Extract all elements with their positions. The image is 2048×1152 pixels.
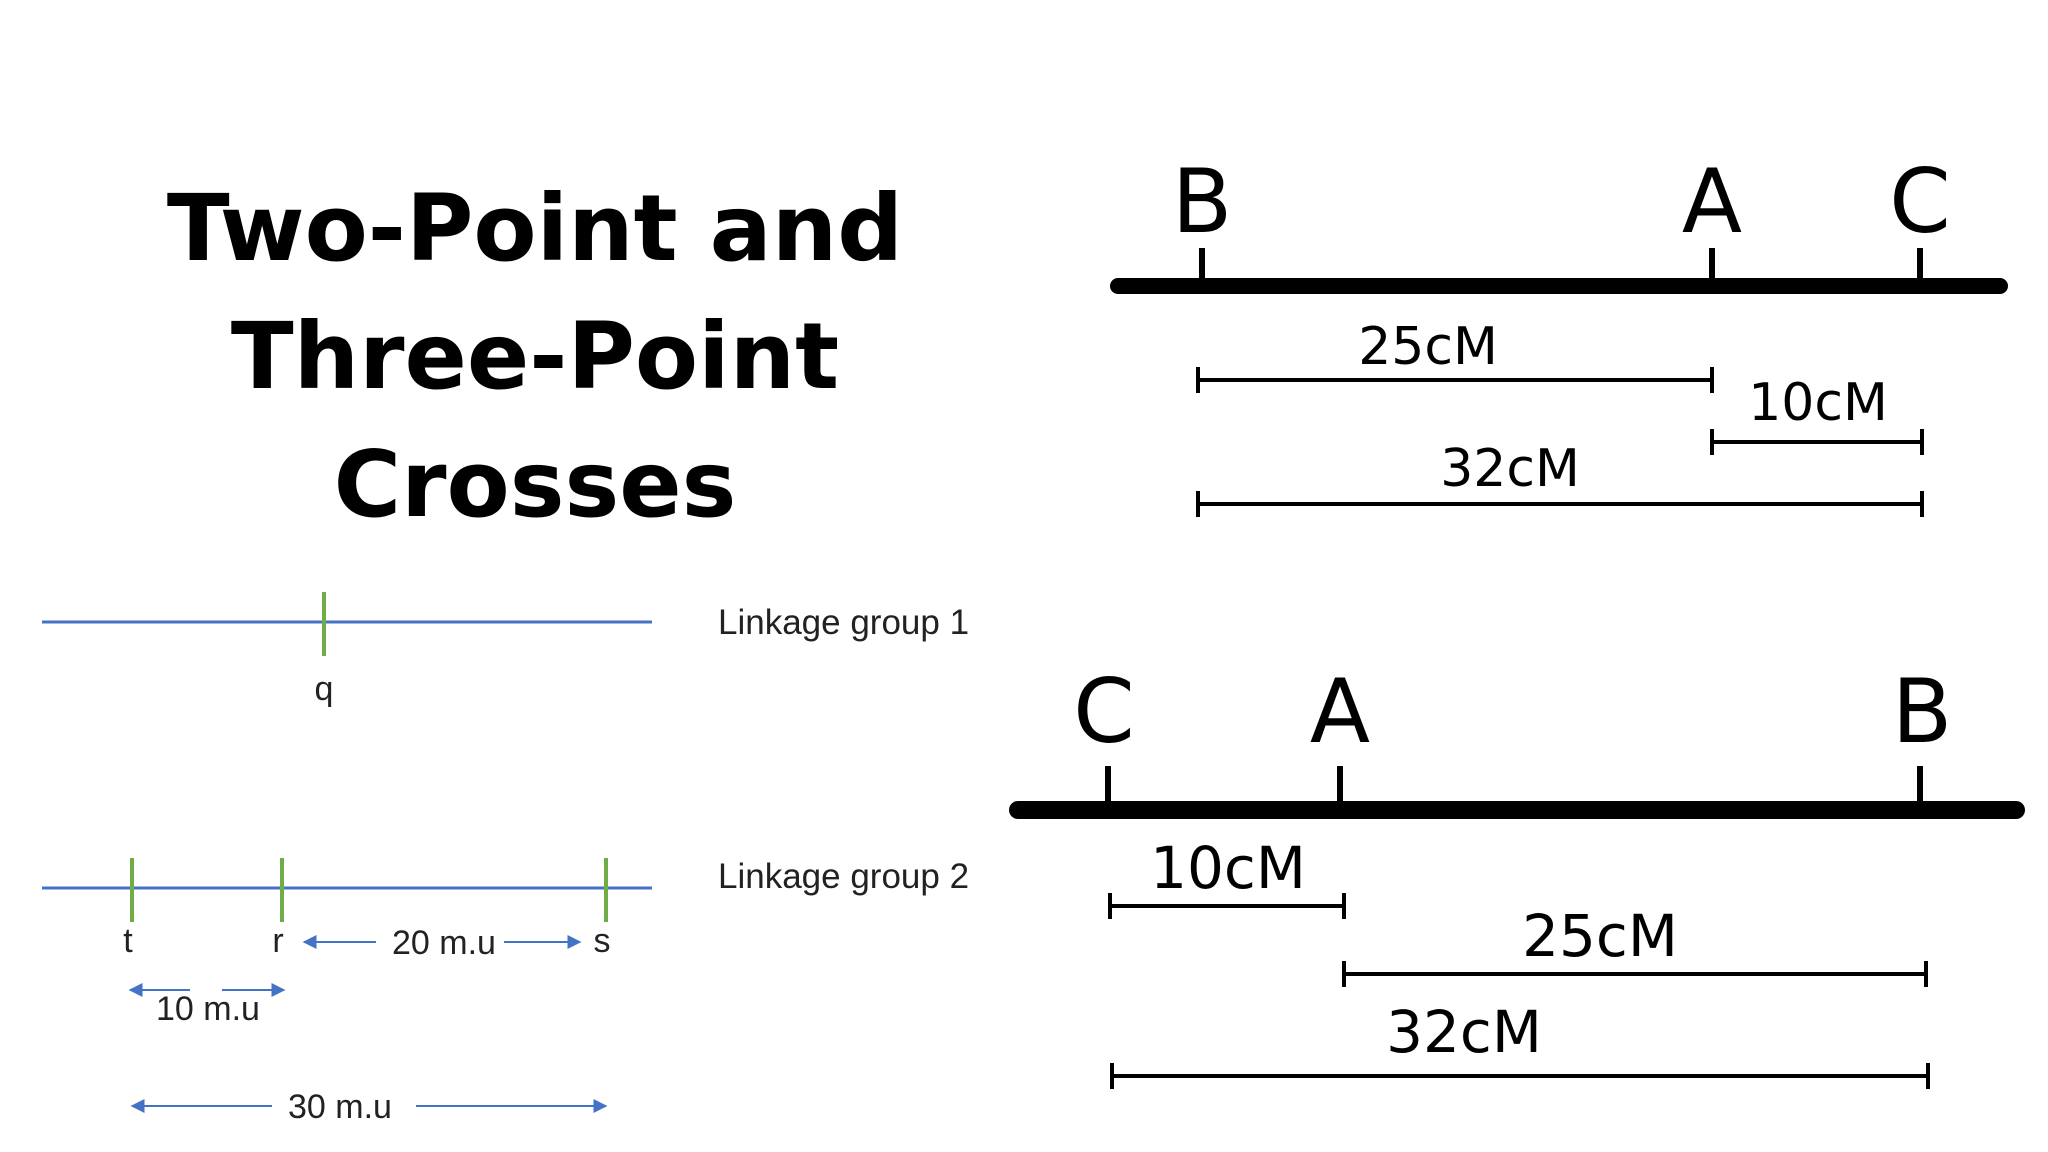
gene-label-c-bottom: C (1073, 660, 1134, 763)
distance-bar-c-a-bottom (1108, 893, 1346, 919)
marker-label-q: q (315, 670, 334, 708)
linkage-group-1-label: Linkage group 1 (718, 603, 969, 642)
distance-label-a-b-bottom: 25cM (1522, 902, 1678, 970)
gene-label-b-top: B (1172, 150, 1232, 253)
distance-label-a-c-top: 10cM (1748, 373, 1888, 433)
gene-label-a-bottom: A (1310, 660, 1370, 763)
gene-label-c-top: C (1889, 150, 1950, 253)
map-top: B A C 25cM 10cM 32cM (1110, 150, 2008, 517)
marker-label-r: r (272, 922, 283, 960)
distance-label-c-b-bottom: 32cM (1386, 998, 1542, 1066)
distance-bar-b-a-top (1196, 367, 1714, 393)
map-bottom: C A B 10cM 25cM 32cM (1009, 660, 2025, 1089)
gene-label-b-bottom: B (1892, 660, 1952, 763)
distance-bar-b-c-top (1196, 491, 1924, 517)
page-title: Two-Point and Three-Point Crosses (40, 165, 1030, 549)
distance-bar-c-b-bottom (1110, 1063, 1930, 1089)
title-line-1: Two-Point and (166, 175, 904, 282)
linkage-group-2-label: Linkage group 2 (718, 857, 969, 896)
title-line-2: Three-Point Crosses (230, 303, 840, 538)
distance-label-c-a-bottom: 10cM (1150, 834, 1306, 902)
distance-bar-a-b-bottom (1342, 961, 1928, 987)
distance-label-t-r: 10 m.u (156, 990, 260, 1028)
distance-label-t-s: 30 m.u (288, 1088, 392, 1126)
distance-bar-a-c-top (1710, 429, 1924, 455)
marker-label-t: t (123, 922, 133, 960)
distance-label-r-s: 20 m.u (392, 924, 496, 962)
gene-label-a-top: A (1682, 150, 1742, 253)
linkage-group-2: t r s Linkage group 2 20 m.u 10 m.u 30 m… (42, 857, 969, 1126)
distance-label-b-c-top: 32cM (1440, 439, 1580, 499)
linkage-group-1: q Linkage group 1 (42, 592, 969, 708)
marker-label-s: s (594, 922, 611, 960)
distance-label-b-a-top: 25cM (1358, 317, 1498, 377)
